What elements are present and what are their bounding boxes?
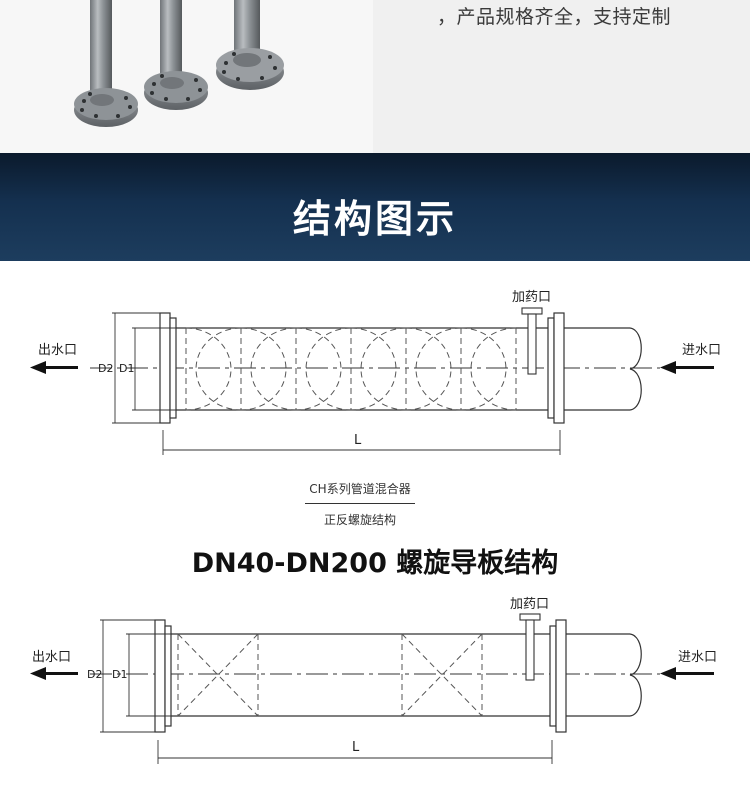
dosing-label: 加药口: [512, 290, 552, 305]
length-label-2: L: [352, 740, 360, 755]
spec-text: ，产品规格齐全，支持定制: [437, 6, 672, 28]
structure-title: DN40-DN200 螺旋导板结构: [191, 548, 559, 579]
d2-label: D2: [98, 362, 114, 375]
length-label: L: [354, 433, 362, 448]
d1-label-2: D1: [112, 668, 128, 681]
pipes-image: [74, 0, 284, 127]
d2-label-2: D2: [87, 668, 103, 681]
inlet-label-2: 进水口: [678, 650, 718, 665]
spec-panel: [373, 0, 750, 153]
mixer-diagram-guide-plate: [30, 613, 714, 764]
diagram-caption-structure: 正反螺旋结构: [323, 513, 396, 527]
dosing-label-2: 加药口: [510, 597, 550, 612]
inlet-label: 进水口: [682, 343, 722, 358]
mixer-diagram-spiral: [30, 307, 714, 455]
product-photo: [0, 0, 373, 153]
diagram-caption-series: CH系列管道混合器: [309, 482, 411, 496]
outlet-label: 出水口: [38, 343, 78, 358]
banner-title: 结构图示: [292, 197, 457, 241]
caption-divider: [305, 503, 415, 504]
section-banner: [0, 153, 750, 261]
outlet-label-2: 出水口: [32, 650, 72, 665]
d1-label: D1: [119, 362, 135, 375]
product-section: ，产品规格齐全，支持定制: [0, 0, 750, 153]
